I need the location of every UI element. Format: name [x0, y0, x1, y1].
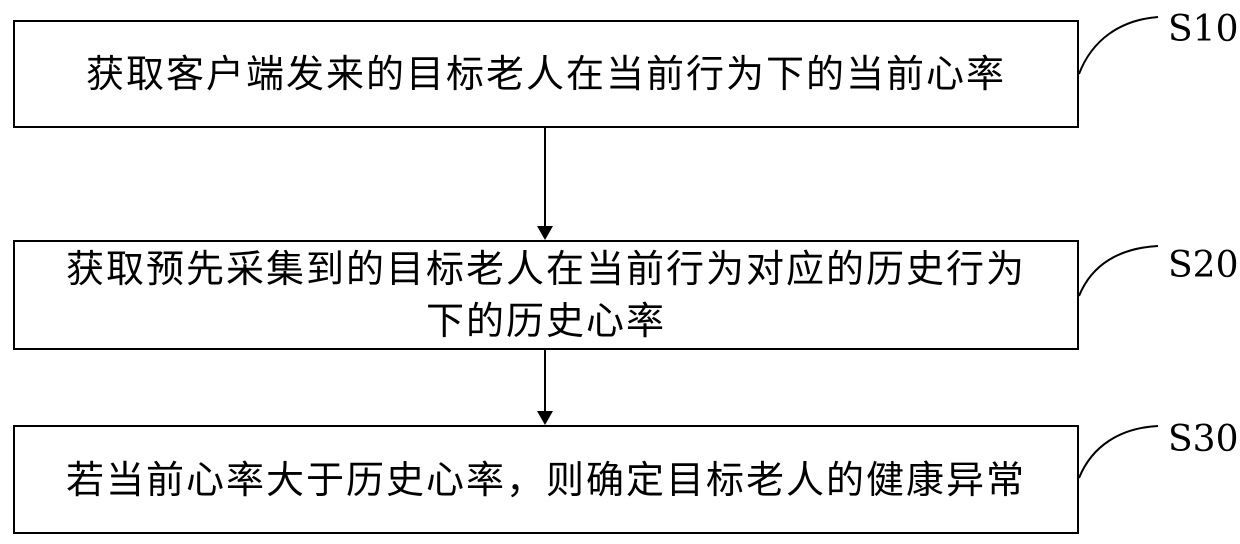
step-label-s30: S30: [1168, 420, 1238, 460]
step-label-s20: S20: [1168, 246, 1238, 286]
step-text-s20-line1: 获取预先采集到的目标老人在当前行为对应的历史行为: [66, 243, 1026, 295]
step-text-s20: 获取预先采集到的目标老人在当前行为对应的历史行为 下的历史心率: [66, 243, 1026, 347]
arrow-s20-s30-head: [537, 411, 553, 425]
step-text-s20-line2: 下的历史心率: [66, 295, 1026, 347]
step-text-s30: 若当前心率大于历史心率，则确定目标老人的健康异常: [66, 454, 1026, 506]
step-box-s20: 获取预先采集到的目标老人在当前行为对应的历史行为 下的历史心率: [13, 240, 1079, 350]
leader-curve-s30: [1079, 426, 1158, 478]
step-label-s10: S10: [1168, 10, 1238, 50]
step-box-s30: 若当前心率大于历史心率，则确定目标老人的健康异常: [13, 425, 1079, 534]
step-box-s10: 获取客户端发来的目标老人在当前行为下的当前心率: [13, 20, 1079, 128]
arrow-s10-s20-head: [537, 226, 553, 240]
leader-curve-s20: [1079, 246, 1158, 296]
leader-curve-s10: [1079, 17, 1158, 74]
step-text-s10: 获取客户端发来的目标老人在当前行为下的当前心率: [86, 48, 1006, 100]
